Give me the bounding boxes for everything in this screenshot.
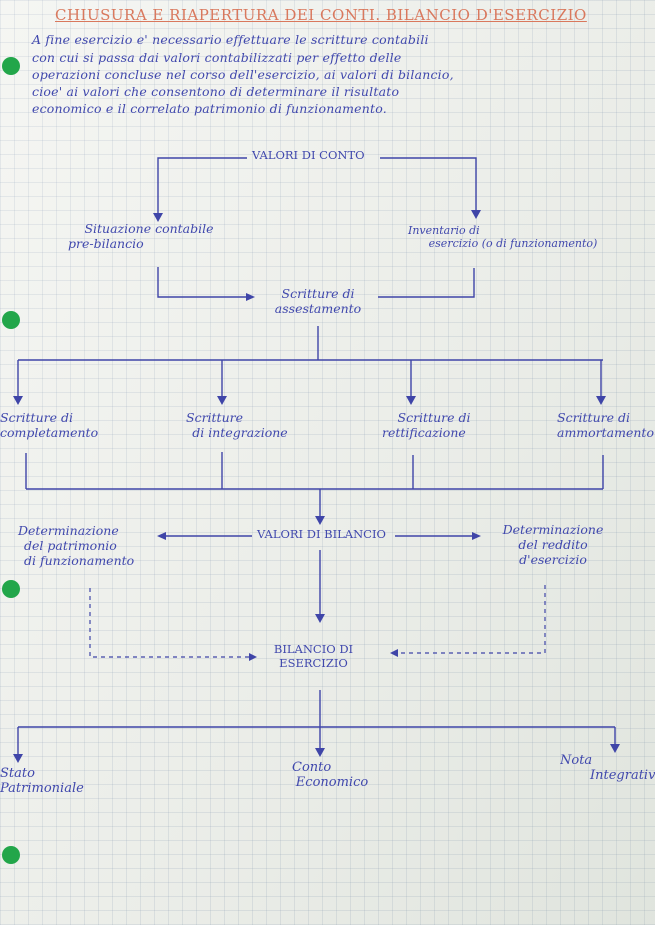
completamento-line-2: completamento	[0, 425, 99, 440]
situazione-line-2: pre-bilancio	[68, 236, 144, 251]
valori-di-bilancio-label: VALORI DI BILANCIO	[257, 527, 386, 541]
integrazione-line-1: Scritture	[186, 410, 244, 425]
nota-line-1: Nota	[560, 753, 593, 768]
conto-line-2: Economico	[295, 775, 369, 790]
bilancio-line-2: ESERCIZIO	[279, 656, 348, 670]
bilancio-esercizio-node: BILANCIO DI ESERCIZIO	[256, 642, 371, 670]
assestamento-node: Scritture di assestamento	[258, 286, 378, 316]
inventario-node: Inventario di esercizio (o di funzioname…	[408, 224, 618, 250]
intro-line-1: A fine esercizio e' necessario effettuar…	[32, 32, 429, 47]
situazione-contabile-node: Situazione contabile pre-bilancio	[64, 221, 234, 251]
situazione-line-1: Situazione contabile	[84, 221, 214, 236]
rettificazione-line-2: rettificazione	[382, 425, 466, 440]
ammortamento-line-1: Scritture di	[557, 410, 630, 425]
nota-integrativa-node: Nota Integrativa	[560, 753, 655, 783]
completamento-line-1: Scritture di	[0, 410, 73, 425]
det-patrimonio-line-3: di funzionamento	[24, 553, 135, 568]
det-patrimonio-line-1: Determinazione	[18, 523, 119, 538]
stato-patrimoniale-node: Stato Patrimoniale	[0, 766, 120, 796]
ammortamento-line-2: ammortamento	[557, 425, 654, 440]
scritture-rettificazione-node: Scritture di rettificazione	[374, 410, 494, 440]
det-reddito-line-2: del reddito	[518, 537, 588, 552]
determinazione-reddito-node: Determinazione del reddito d'esercizio	[478, 522, 628, 567]
nota-line-2: Integrativa	[590, 768, 655, 783]
bilancio-line-1: BILANCIO DI	[273, 642, 354, 656]
scritture-completamento-node: Scritture di completamento	[0, 410, 100, 440]
inventario-line-1: Inventario di	[408, 224, 480, 237]
assestamento-line-2: assestamento	[274, 301, 362, 316]
page-title: CHIUSURA E RIAPERTURA DEI CONTI. BILANCI…	[55, 6, 587, 24]
intro-line-4: cioe' ai valori che consentono di determ…	[32, 84, 400, 99]
scritture-ammortamento-node: Scritture di ammortamento	[557, 410, 655, 440]
stato-line-2: Patrimoniale	[0, 781, 84, 796]
intro-line-5: economico e il correlato patrimonio di f…	[32, 101, 387, 116]
binder-hole-1	[2, 57, 20, 75]
binder-hole-2	[2, 311, 20, 329]
binder-hole-3	[2, 580, 20, 598]
det-reddito-line-3: d'esercizio	[519, 552, 587, 567]
inventario-line-2: esercizio (o di funzionamento)	[428, 237, 598, 250]
det-patrimonio-line-2: del patrimonio	[24, 538, 117, 553]
intro-line-3: operazioni concluse nel corso dell'eserc…	[32, 67, 454, 82]
intro-line-2: con cui si passa dai valori contabilizza…	[32, 50, 402, 65]
valori-di-conto-label: VALORI DI CONTO	[252, 148, 365, 162]
determinazione-patrimonio-node: Determinazione del patrimonio di funzion…	[18, 523, 158, 568]
rettificazione-line-1: Scritture di	[397, 410, 471, 425]
integrazione-line-2: di integrazione	[192, 425, 288, 440]
det-reddito-line-1: Determinazione	[502, 522, 604, 537]
assestamento-line-1: Scritture di	[281, 286, 355, 301]
conto-line-1: Conto	[292, 760, 332, 775]
stato-line-1: Stato	[0, 766, 35, 781]
binder-hole-4	[2, 846, 20, 864]
conto-economico-node: Conto Economico	[282, 760, 382, 790]
scritture-integrazione-node: Scritture di integrazione	[180, 410, 300, 440]
